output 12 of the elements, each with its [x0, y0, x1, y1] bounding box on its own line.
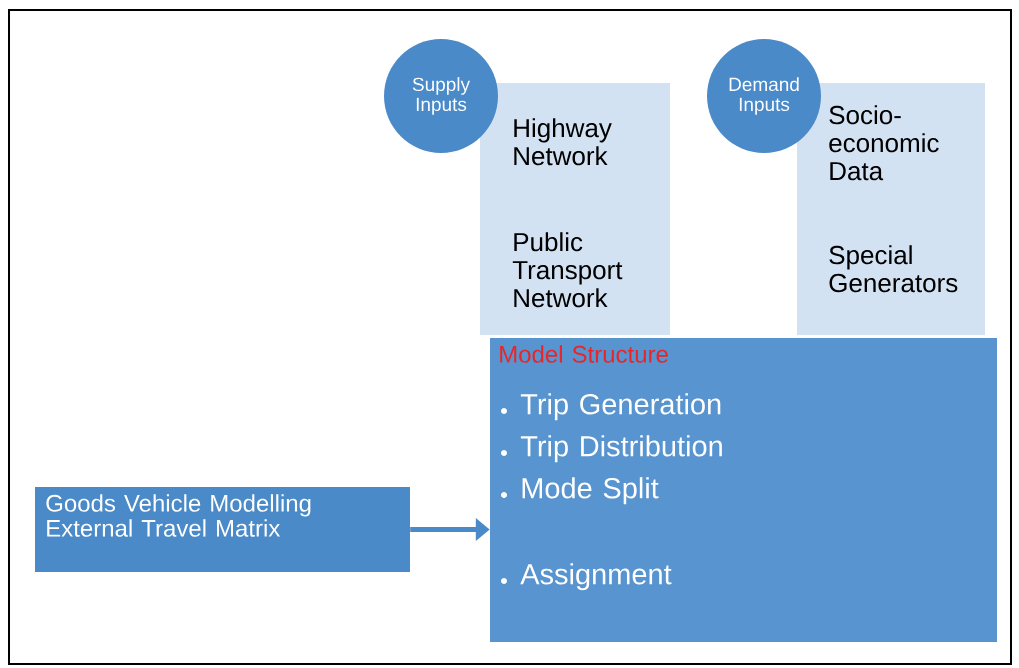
box-title: Model Structure [500, 345, 668, 363]
circle-label: Supply Inputs [412, 77, 470, 115]
circle-label: Demand Inputs [729, 77, 799, 115]
box-text: Special Generators [829, 245, 958, 293]
bullet-item: Trip Distribution [520, 435, 722, 463]
bullet-item: Assignment [520, 563, 672, 591]
box-text: Highway Network [514, 118, 612, 166]
bullet-item: Trip Generation [520, 393, 721, 421]
box-text: Socio-economic Data [829, 105, 939, 181]
bullet-item: Mode Split [522, 477, 659, 505]
box-text: Goods Vehicle Modelling External Travel Matrix [46, 494, 311, 537]
box-text: Public Transport Network [512, 232, 623, 308]
